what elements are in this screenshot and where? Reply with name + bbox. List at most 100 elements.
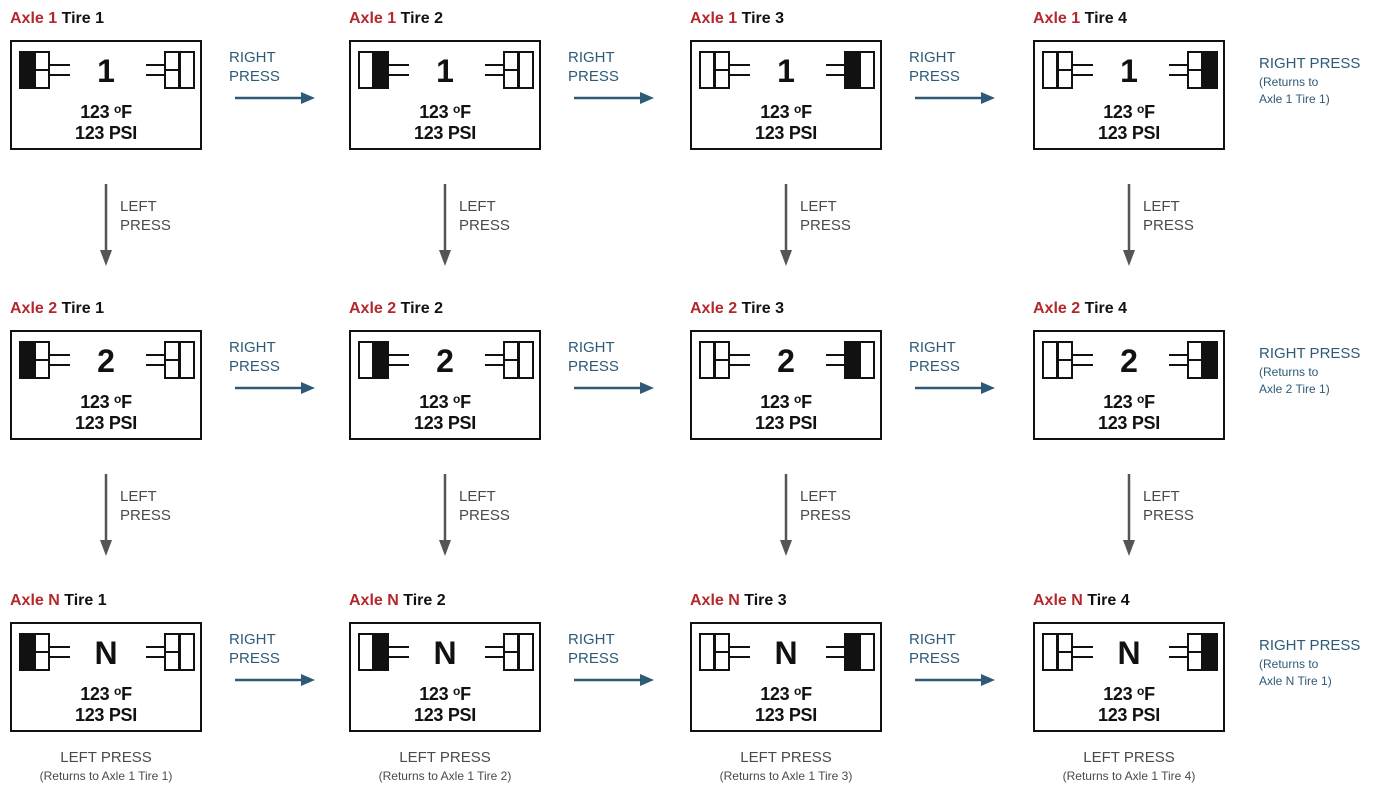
right-press-line2: PRESS [909,650,960,667]
screen-title: Axle N Tire 1 [10,592,107,610]
tire-1-icon [699,633,715,671]
temperature-unit: F [460,392,471,412]
right-arrow-icon [574,92,654,104]
temperature-unit: F [460,102,471,122]
tire-label: Tire 4 [1084,10,1127,27]
left-press-line2: PRESS [800,217,851,234]
tire-label: Tire 1 [61,300,104,317]
screen-title: Axle 2 Tire 3 [690,300,784,318]
screen-title: Axle 1 Tire 2 [349,10,443,28]
axle-number: N [433,635,456,671]
axle-number: 1 [1120,53,1138,89]
screen-title: Axle N Tire 4 [1033,592,1130,610]
right-press-line2: PRESS [229,68,280,85]
axle-number: N [94,635,117,671]
degree-symbol: o [114,102,122,116]
pressure-reading: 123 PSI [414,705,476,725]
axle-diagram-icon: 1 [19,51,195,89]
pressure-reading: 123 PSI [1098,705,1160,725]
right-arrow-icon [915,92,995,104]
pressure-reading: 123 PSI [75,413,137,433]
tire-4-active-icon [1202,51,1218,89]
right-press-line2: PRESS [229,358,280,375]
axle-number: 1 [97,53,115,89]
temperature-value: 123 [419,102,449,122]
temperature-unit: F [801,684,812,704]
return-note-title: RIGHT PRESS [1259,345,1361,362]
temperature-unit: F [121,392,132,412]
axle-label: Axle 1 [690,10,738,27]
right-arrow-icon [235,382,315,394]
tire-label: Tire 1 [64,592,107,609]
tire-label: Tire 1 [61,10,104,27]
right-arrow-icon [574,674,654,686]
temperature-value: 123 [1103,392,1133,412]
right-arrow-icon [915,674,995,686]
down-arrow-icon [780,184,792,266]
temperature-unit: F [121,102,132,122]
temperature-value: 123 [419,392,449,412]
left-press-label: LEFT PRESS [459,487,510,525]
tire-4-icon [179,341,195,379]
axle-label: Axle 2 [690,300,738,317]
temperature-reading: 123 oF [692,684,880,705]
right-arrow-icon [235,92,315,104]
screen-title: Axle 1 Tire 3 [690,10,784,28]
pressure-reading: 123 PSI [1098,123,1160,143]
tire-label: Tire 3 [741,300,784,317]
return-note-line: Axle 1 Tire 1) [1259,92,1330,106]
temperature-reading: 123 oF [1035,392,1223,413]
temperature-value: 123 [419,684,449,704]
screen-title: Axle 2 Tire 4 [1033,300,1127,318]
axle-label: Axle N [690,592,740,609]
screen-title: Axle 1 Tire 1 [10,10,104,28]
return-note-title: LEFT PRESS [740,749,832,766]
degree-symbol: o [1137,392,1145,406]
pressure-reading: 123 PSI [755,705,817,725]
axle-label: Axle 2 [10,300,58,317]
left-press-line2: PRESS [459,507,510,524]
tire-1-icon [358,51,374,89]
tire-label: Tire 2 [400,300,443,317]
degree-symbol: o [1137,684,1145,698]
degree-symbol: o [453,102,461,116]
pressure-reading: 123 PSI [1098,413,1160,433]
axle-diagram-icon: 2 [699,341,875,379]
down-arrow-icon [439,474,451,556]
temperature-reading: 123 oF [1035,684,1223,705]
temperature-value: 123 [80,102,110,122]
tire-1-icon [358,341,374,379]
left-press-line2: PRESS [1143,217,1194,234]
return-note-title: LEFT PRESS [60,749,152,766]
degree-symbol: o [453,392,461,406]
axle-diagram-icon: 1 [1042,51,1218,89]
screen-title: Axle 2 Tire 2 [349,300,443,318]
tire-4-icon [859,51,875,89]
tire-1-active-icon [19,51,35,89]
axle-diagram-icon: 2 [358,341,534,379]
degree-symbol: o [794,102,802,116]
left-press-line1: LEFT [459,488,496,505]
axle-number: N [774,635,797,671]
tire-1-active-icon [19,341,35,379]
down-arrow-icon [439,184,451,266]
down-arrow-icon [1123,184,1135,266]
down-arrow-icon [780,474,792,556]
temperature-value: 123 [760,392,790,412]
tire-1-icon [1042,633,1058,671]
left-press-return-note: LEFT PRESS(Returns to Axle 1 Tire 2) [345,748,545,785]
